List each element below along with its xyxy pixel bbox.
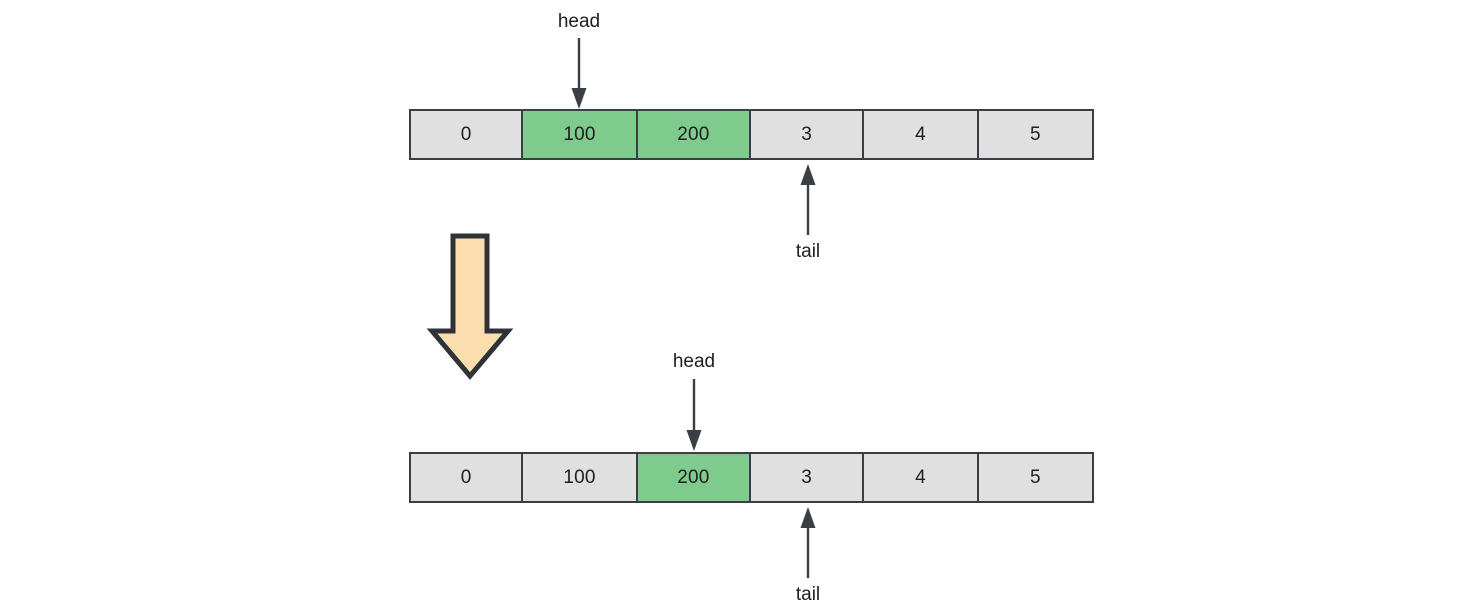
array-before-cell-4[interactable]: 4 [864, 111, 979, 158]
tail-pointer-arrow-after [800, 507, 816, 578]
array-before-cell-2[interactable]: 200 [637, 111, 752, 158]
array-before: 0 100 200 3 4 5 [409, 109, 1094, 160]
array-before-cell-5[interactable]: 5 [978, 111, 1093, 158]
array-after-cell-0[interactable]: 0 [411, 454, 524, 501]
array-after-cell-5[interactable]: 5 [978, 454, 1093, 501]
array-after: 0 100 200 3 4 5 [409, 452, 1094, 503]
head-pointer-arrow-after [686, 379, 702, 451]
array-after-cell-2[interactable]: 200 [637, 454, 752, 501]
array-after-cell-3[interactable]: 3 [751, 454, 865, 501]
tail-pointer-label-before: tail [795, 241, 821, 262]
tail-pointer-label-after: tail [795, 584, 821, 605]
big-down-arrow-icon [426, 233, 514, 380]
head-pointer-label-after: head [672, 351, 716, 372]
head-pointer-arrow-before [571, 38, 587, 109]
array-before-cell-1[interactable]: 100 [523, 111, 638, 158]
array-after-cell-1[interactable]: 100 [523, 454, 638, 501]
array-after-cell-4[interactable]: 4 [864, 454, 979, 501]
array-before-cell-0[interactable]: 0 [411, 111, 524, 158]
tail-pointer-arrow-before [800, 164, 816, 235]
array-before-cell-3[interactable]: 3 [751, 111, 865, 158]
head-pointer-label-before: head [557, 11, 601, 32]
